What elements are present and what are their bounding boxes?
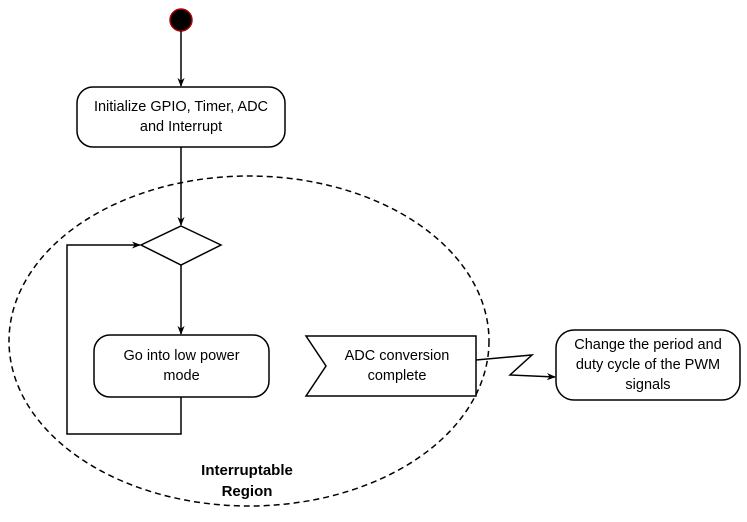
interruptable-region-label: Interruptable Region [201, 462, 293, 500]
loop-back-arrow [66, 241, 182, 435]
start-node [169, 8, 193, 32]
decision-diamond [139, 225, 223, 266]
pwm-node [555, 329, 741, 401]
low-power-node-label: Go into low power mode [123, 348, 240, 384]
adc-event-node [304, 335, 477, 397]
adc-event-label: ADC conversion complete [344, 348, 450, 384]
interruptable-region-boundary [8, 175, 490, 507]
pwm-node-label: Change the period and duty cycle of the … [574, 337, 722, 393]
init-node-label: Initialize GPIO, Timer, ADC and Interrup… [93, 99, 269, 135]
interrupt-flow-arrow [475, 354, 556, 381]
